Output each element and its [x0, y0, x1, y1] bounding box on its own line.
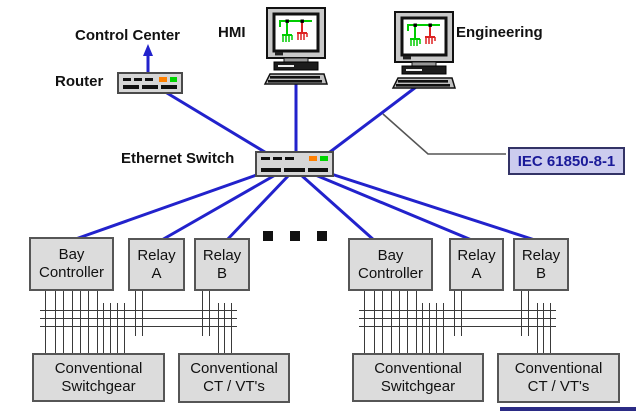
hardwiring-right: [359, 291, 556, 353]
conventional-switchgear-left: Conventional Switchgear: [32, 353, 165, 402]
relay-b-left: Relay B: [194, 238, 250, 291]
hardwiring-left: [40, 291, 237, 353]
relay-a-right: Relay A: [449, 238, 504, 291]
control-center-label: Control Center: [75, 27, 180, 44]
port-dash: [273, 157, 282, 160]
continuation-dot: [290, 231, 300, 241]
router-label: Router: [55, 73, 104, 90]
port-slot: [161, 85, 177, 89]
port-slot: [261, 168, 282, 172]
router-ports-row: [123, 85, 177, 89]
router-device-icon: [117, 72, 183, 94]
continuation-dot: [317, 231, 327, 241]
iec-callout-line: [382, 113, 506, 155]
status-led-orange: [309, 156, 317, 161]
slide-bottom-border: [500, 407, 636, 411]
iec-61850-8-1-badge: IEC 61850-8-1: [508, 147, 625, 175]
switch-leds-row: [261, 156, 328, 161]
conventional-ct-vt-left: Conventional CT / VT's: [178, 353, 290, 403]
hmi-label: HMI: [218, 24, 246, 41]
status-led-green: [320, 156, 328, 161]
router-leds-row: [123, 77, 177, 82]
port-dash: [123, 78, 132, 81]
bay-controller-right: Bay Controller: [348, 238, 433, 291]
status-led-orange: [159, 77, 167, 82]
port-dash: [134, 78, 143, 81]
port-dash: [145, 78, 154, 81]
port-dash: [261, 157, 270, 160]
conventional-ct-vt-right: Conventional CT / VT's: [497, 353, 620, 403]
ethernet-links: [68, 44, 540, 243]
relay-a-left: Relay A: [128, 238, 185, 291]
status-led-green: [169, 77, 177, 82]
ethernet-switch-device-icon: [255, 151, 334, 177]
port-slot: [284, 168, 305, 172]
port-slot: [123, 85, 139, 89]
port-slot: [142, 85, 158, 89]
relay-b-right: Relay B: [513, 238, 569, 291]
continuation-dot: [263, 231, 273, 241]
port-slot: [307, 168, 328, 172]
hmi-computer-icon: [263, 7, 329, 85]
arrowhead-to-control-center: [143, 44, 153, 56]
ethernet-switch-label: Ethernet Switch: [121, 150, 235, 167]
engineering-computer-icon: [391, 11, 457, 89]
conventional-switchgear-right: Conventional Switchgear: [352, 353, 484, 402]
engineering-label: Engineering: [456, 24, 543, 41]
port-dash: [285, 157, 294, 160]
bay-controller-left: Bay Controller: [29, 237, 114, 291]
switch-ports-row: [261, 168, 328, 172]
